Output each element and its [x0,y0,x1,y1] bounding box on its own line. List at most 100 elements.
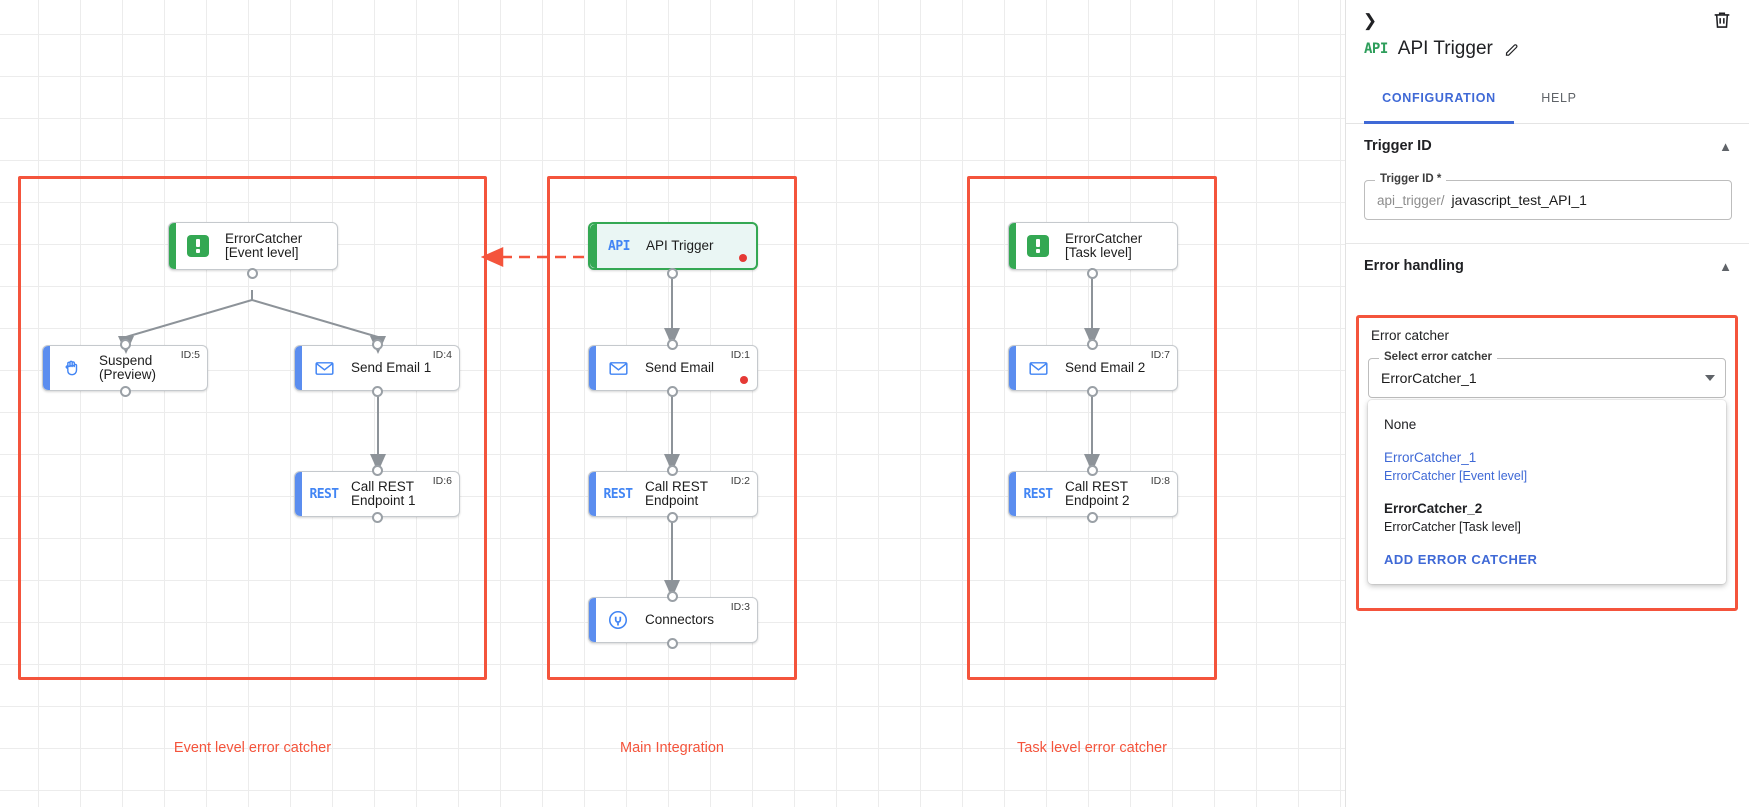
chevron-up-icon[interactable]: ▲ [1719,258,1732,274]
pencil-icon[interactable] [1503,41,1519,57]
option-primary: None [1384,417,1417,432]
node-error-dot [739,254,747,262]
section-header-error-handling[interactable]: Error handling ▲ [1346,244,1749,288]
option-secondary: ErrorCatcher [Task level] [1384,520,1521,534]
node-send-email-2[interactable]: Send Email 2 ID:7 [1008,345,1178,391]
node-port-out[interactable] [1087,268,1098,279]
node-accent-bar [590,224,597,268]
node-errorcatcher-task-level[interactable]: ErrorCatcher [Task level] [1008,222,1178,270]
node-label: Call REST Endpoint 2 [1065,479,1130,508]
node-port-out[interactable] [1087,386,1098,397]
node-port-out[interactable] [120,386,131,397]
section-divider [1346,243,1749,244]
node-accent-bar [589,346,596,390]
group-label-task-level: Task level error catcher [1017,740,1167,756]
node-error-dot [740,376,748,384]
node-port-out[interactable] [667,386,678,397]
dropdown-option-none[interactable]: None [1368,408,1726,441]
envelope-icon [1025,355,1051,381]
node-port-out[interactable] [667,512,678,523]
panel-header: ❯ API API Trigger [1346,0,1749,78]
node-port-in[interactable] [1087,465,1098,476]
node-connectors[interactable]: Connectors ID:3 [588,597,758,643]
option-primary: ErrorCatcher_2 [1384,501,1483,516]
connectors-icon [605,607,631,633]
node-accent-bar [1009,472,1016,516]
dropdown-option-errorcatcher-1[interactable]: ErrorCatcher_1 ErrorCatcher [Event level… [1368,441,1726,492]
node-id-label: ID:6 [432,475,452,487]
node-send-email[interactable]: Send Email ID:1 [588,345,758,391]
node-errorcatcher-event-level[interactable]: ErrorCatcher [Event level] [168,222,338,270]
node-accent-bar [589,472,596,516]
section-title: Trigger ID [1364,138,1432,154]
trash-icon[interactable] [1711,9,1735,33]
rest-icon: REST [309,486,340,502]
chevron-right-icon[interactable]: ❯ [1362,11,1378,30]
node-label: Send Email [645,360,715,375]
node-suspend[interactable]: Suspend (Preview) ID:5 [42,345,208,391]
node-id-label: ID:7 [1150,349,1170,361]
node-port-in[interactable] [120,339,131,350]
node-api-trigger[interactable]: API API Trigger [588,222,758,270]
panel-tabs: CONFIGURATION HELP [1346,88,1749,124]
node-id-label: ID:4 [432,349,452,361]
node-id-label: ID:3 [730,601,750,613]
node-call-rest-endpoint-1[interactable]: REST Call REST Endpoint 1 ID:6 [294,471,460,517]
tab-configuration[interactable]: CONFIGURATION [1364,88,1514,124]
api-icon: API [608,238,630,254]
group-label-main-integration: Main Integration [620,740,724,756]
group-box-task-level[interactable] [967,176,1217,680]
node-label: Send Email 1 [351,360,432,375]
page-title: API Trigger [1397,38,1493,59]
option-primary: ErrorCatcher_1 [1384,450,1477,465]
node-call-rest-endpoint-2[interactable]: REST Call REST Endpoint 2 ID:8 [1008,471,1178,517]
node-id-label: ID:2 [730,475,750,487]
envelope-icon [605,355,631,381]
node-port-out[interactable] [1087,512,1098,523]
error-catcher-dropdown[interactable]: None ErrorCatcher_1 ErrorCatcher [Event … [1368,400,1726,584]
select-error-catcher-value: ErrorCatcher_1 [1381,370,1477,386]
node-label: Suspend (Preview) [99,353,157,382]
node-port-out[interactable] [372,386,383,397]
node-port-out[interactable] [247,268,258,279]
select-error-catcher-legend: Select error catcher [1379,351,1498,363]
node-label: API Trigger [646,238,714,253]
node-port-in[interactable] [1087,339,1098,350]
node-port-in[interactable] [667,339,678,350]
select-error-catcher[interactable]: Select error catcher ErrorCatcher_1 [1368,351,1726,398]
node-accent-bar [169,223,176,269]
node-label: Call REST Endpoint [645,479,709,508]
tab-help[interactable]: HELP [1541,91,1577,105]
trigger-id-field[interactable]: Trigger ID * api_trigger/ javascript_tes… [1364,173,1732,220]
node-port-out[interactable] [372,512,383,523]
section-header-trigger-id[interactable]: Trigger ID ▲ [1346,124,1749,168]
node-call-rest-endpoint[interactable]: REST Call REST Endpoint ID:2 [588,471,758,517]
node-port-in[interactable] [667,465,678,476]
workflow-canvas[interactable]: Event level error catcher Main Integrati… [0,0,1345,807]
option-secondary: ErrorCatcher [Event level] [1384,469,1528,483]
properties-panel: ❯ API API Trigger CONFIGURATION HELP [1345,0,1749,807]
chevron-down-icon[interactable] [1705,375,1715,381]
node-label: ErrorCatcher [Task level] [1065,231,1143,260]
node-accent-bar [295,472,302,516]
node-accent-bar [43,346,50,390]
group-box-event-level[interactable] [18,176,487,680]
add-error-catcher-button[interactable]: ADD ERROR CATCHER [1384,552,1538,567]
trigger-id-value: javascript_test_API_1 [1451,192,1587,208]
chevron-up-icon[interactable]: ▲ [1719,138,1732,154]
node-port-in[interactable] [667,591,678,602]
node-port-out[interactable] [667,638,678,649]
node-port-out[interactable] [667,268,678,279]
node-send-email-1[interactable]: Send Email 1 ID:4 [294,345,460,391]
panel-title-row: API API Trigger [1364,38,1519,60]
node-label: ErrorCatcher [Event level] [225,231,303,260]
dropdown-option-errorcatcher-2[interactable]: ErrorCatcher_2 ErrorCatcher [Task level] [1368,492,1726,543]
error-catcher-icon [185,233,211,259]
node-id-label: ID:1 [730,349,750,361]
envelope-icon [311,355,337,381]
node-port-in[interactable] [372,339,383,350]
trigger-id-prefix: api_trigger/ [1377,192,1445,208]
group-box-main-integration[interactable] [547,176,797,680]
node-port-in[interactable] [372,465,383,476]
